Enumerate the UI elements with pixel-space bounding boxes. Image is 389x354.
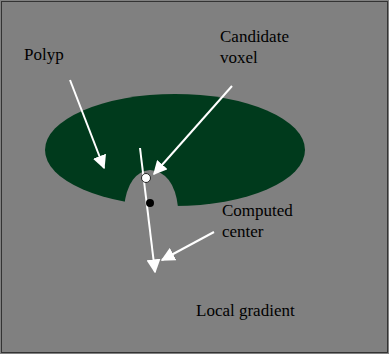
gradient-arrow [140, 148, 155, 272]
computed-center-label: Computed center [222, 200, 302, 242]
computed-center-dot [146, 199, 154, 207]
leader-line [70, 80, 104, 168]
candidate-voxel-label: Candidate voxel [220, 26, 300, 68]
polyp-shape [124, 170, 178, 207]
local-gradient-label: Local gradient [196, 300, 295, 321]
leader-line [162, 232, 214, 260]
leader-line [154, 86, 232, 174]
candidate-voxel-dot [142, 174, 151, 183]
polyp-label: Polyp [24, 44, 64, 65]
